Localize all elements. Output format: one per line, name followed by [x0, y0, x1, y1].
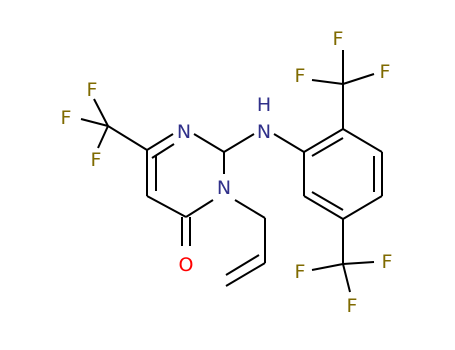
- bond-ar5-ar6-double: [311, 191, 344, 211]
- allyl-group: [225, 199, 266, 287]
- atom-f-label: F: [382, 251, 393, 273]
- atom-f-label: F: [295, 261, 306, 283]
- atom-labels: F F F N H N N O F F F F F F: [61, 28, 393, 317]
- bond-cf3-f-leftdown: [311, 79, 344, 85]
- bond-c6-n1: [146, 133, 174, 151]
- bond-cf3-f-top: [93, 98, 109, 127]
- bond-n3-c4: [185, 199, 214, 218]
- atom-f-label: F: [347, 295, 358, 317]
- atom-f-label: F: [333, 28, 344, 50]
- atom-h-label: H: [257, 94, 271, 116]
- benzene-ring: [303, 128, 383, 220]
- pyrimidinone-ring: [146, 133, 225, 246]
- amine-linker: [223, 133, 305, 153]
- bond-ar4-ar5: [342, 195, 383, 220]
- bond-ch-ch2-double: [225, 254, 260, 276]
- atom-n-label: N: [217, 177, 231, 199]
- atom-f-label: F: [61, 107, 72, 129]
- bond-cf3-f-bottom: [97, 125, 109, 149]
- cf3-group-top: [311, 50, 375, 129]
- bond-n1-c2: [193, 133, 225, 153]
- bond-cf3-f-left: [80, 118, 109, 127]
- bond-c6-n1-double: [151, 143, 175, 159]
- bond-cf3-f-leftup: [311, 263, 344, 271]
- bond-c2-nh: [223, 133, 255, 153]
- cf3-group-left: [80, 98, 148, 151]
- bond-cf3-f-down: [342, 263, 351, 293]
- atom-f-label: F: [87, 79, 98, 101]
- bond-ar2-ar3: [342, 128, 383, 153]
- bond-cf3-f-rightup: [342, 261, 375, 265]
- cf3-group-bottom: [311, 219, 375, 293]
- bond-ar5-ar6: [303, 195, 344, 220]
- atom-o-label: O: [179, 254, 194, 276]
- atom-f-label: F: [295, 65, 306, 87]
- bond-ar1-ar2: [303, 128, 344, 153]
- bond-c4-c5: [146, 195, 187, 218]
- bond-cf3-f-right: [342, 73, 375, 85]
- bond-ar1-ar2-double: [311, 137, 344, 157]
- atom-f-label: F: [91, 149, 102, 171]
- bond-nh-aryl: [273, 133, 305, 153]
- bond-ch-ch2: [225, 262, 266, 287]
- atom-n-label: N: [257, 121, 271, 143]
- bond-n3-ch2: [234, 199, 266, 219]
- atom-n-label: N: [177, 121, 191, 143]
- atom-f-label: F: [380, 61, 391, 83]
- bond-c6-cf3: [107, 125, 148, 151]
